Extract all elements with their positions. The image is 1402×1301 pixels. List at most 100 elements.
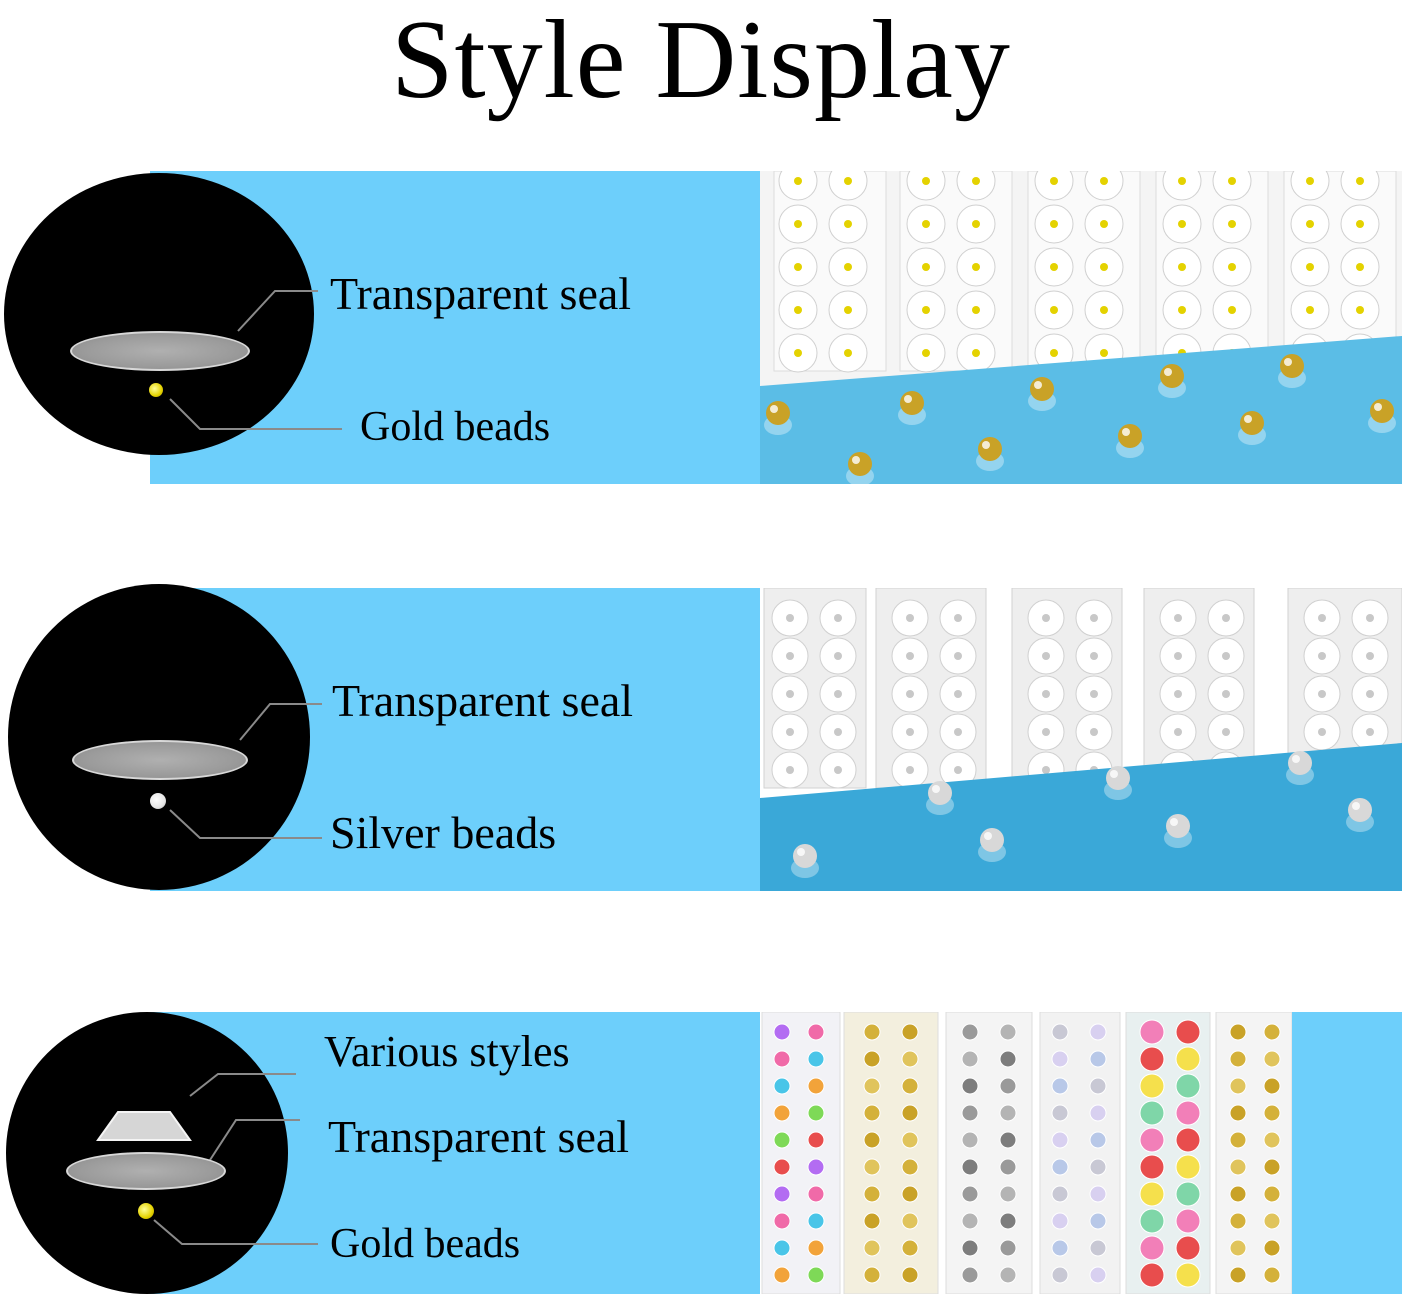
bead-dot (794, 306, 802, 314)
seal-circle (956, 171, 996, 201)
gem (863, 1185, 881, 1203)
rhinestone-shape (96, 1111, 192, 1141)
gem (1175, 1019, 1201, 1045)
seal-circle (778, 171, 818, 201)
gold-bead-dot (149, 383, 163, 397)
gem (1175, 1208, 1201, 1234)
gem (1263, 1185, 1281, 1203)
bead-dot (954, 766, 962, 774)
bead-highlight (770, 405, 778, 413)
bead-highlight (1034, 381, 1042, 389)
bead-dot (922, 177, 930, 185)
bead-dot (1306, 220, 1314, 228)
gem (1175, 1073, 1201, 1099)
gem (1229, 1266, 1247, 1284)
bead-highlight (932, 785, 940, 793)
gem (961, 1239, 979, 1257)
gem (807, 1023, 825, 1041)
seal-circle (1340, 171, 1380, 201)
gem (1139, 1127, 1165, 1153)
gem (901, 1131, 919, 1149)
bead-dot (1090, 728, 1098, 736)
label-silver-beads: Silver beads (330, 807, 557, 858)
gem (1175, 1262, 1201, 1288)
bead-highlight (852, 456, 860, 464)
gem (1229, 1050, 1247, 1068)
bead-dot (906, 614, 914, 622)
bead-highlight (1170, 818, 1178, 826)
bead-dot (1050, 306, 1058, 314)
bead-dot (1100, 220, 1108, 228)
bead-dot (1366, 614, 1374, 622)
gem (807, 1212, 825, 1230)
gem (1263, 1050, 1281, 1068)
bead-dot (786, 614, 794, 622)
gem (1229, 1185, 1247, 1203)
bead-dot (1366, 728, 1374, 736)
gem (961, 1185, 979, 1203)
gem (901, 1023, 919, 1041)
gem (1175, 1127, 1201, 1153)
gem (863, 1212, 881, 1230)
bead-dome (900, 391, 924, 415)
gem (1051, 1131, 1069, 1149)
seal-circle (1290, 171, 1330, 201)
bead-dome (928, 781, 952, 805)
gem (1051, 1158, 1069, 1176)
bead-dot (1318, 728, 1326, 736)
bead-dot (1050, 263, 1058, 271)
bead-dot (786, 652, 794, 660)
bead-dot (1178, 220, 1186, 228)
transparent-seal-shape (72, 740, 248, 780)
gem (961, 1023, 979, 1041)
gem (961, 1212, 979, 1230)
callout-lines (96, 1073, 318, 1245)
bead-dot (794, 349, 802, 357)
assorted-gems (773, 1019, 1281, 1288)
bead-highlight (1244, 415, 1252, 423)
gem (1089, 1158, 1107, 1176)
diagram-circle (4, 173, 314, 455)
gem (1263, 1212, 1281, 1230)
bead-dot (1306, 177, 1314, 185)
gem (1089, 1050, 1107, 1068)
bead-highlight (1374, 403, 1382, 411)
gem (999, 1131, 1017, 1149)
bead-dot (834, 766, 842, 774)
bead-highlight (1284, 358, 1292, 366)
bead-dome (978, 437, 1002, 461)
bead-dot (1222, 728, 1230, 736)
bead-highlight (982, 441, 990, 449)
bead-dot (1050, 220, 1058, 228)
gem (901, 1239, 919, 1257)
gem (807, 1104, 825, 1122)
gem (863, 1266, 881, 1284)
bead-dome (1166, 814, 1190, 838)
gem (901, 1266, 919, 1284)
gem (901, 1050, 919, 1068)
bead-highlight (904, 395, 912, 403)
gem (1089, 1077, 1107, 1095)
gem (1263, 1023, 1281, 1041)
bead-dot (1318, 614, 1326, 622)
bead-highlight (1122, 428, 1130, 436)
bead-dot (1050, 177, 1058, 185)
gem (773, 1266, 791, 1284)
gem (1229, 1104, 1247, 1122)
label-transparent-seal: Transparent seal (332, 675, 634, 726)
gem (1051, 1212, 1069, 1230)
bead-dome (1288, 751, 1312, 775)
gem (807, 1050, 825, 1068)
section-gold-beads: Transparent seal Gold beads (0, 171, 1402, 484)
bead-dot (1100, 306, 1108, 314)
gem (807, 1266, 825, 1284)
gem (1139, 1262, 1165, 1288)
bead-dot (1228, 306, 1236, 314)
bead-dot (834, 614, 842, 622)
bead-dot (786, 728, 794, 736)
gem (999, 1185, 1017, 1203)
bead-dot (906, 652, 914, 660)
gem (999, 1212, 1017, 1230)
gem (807, 1077, 825, 1095)
bead-dome (1118, 424, 1142, 448)
